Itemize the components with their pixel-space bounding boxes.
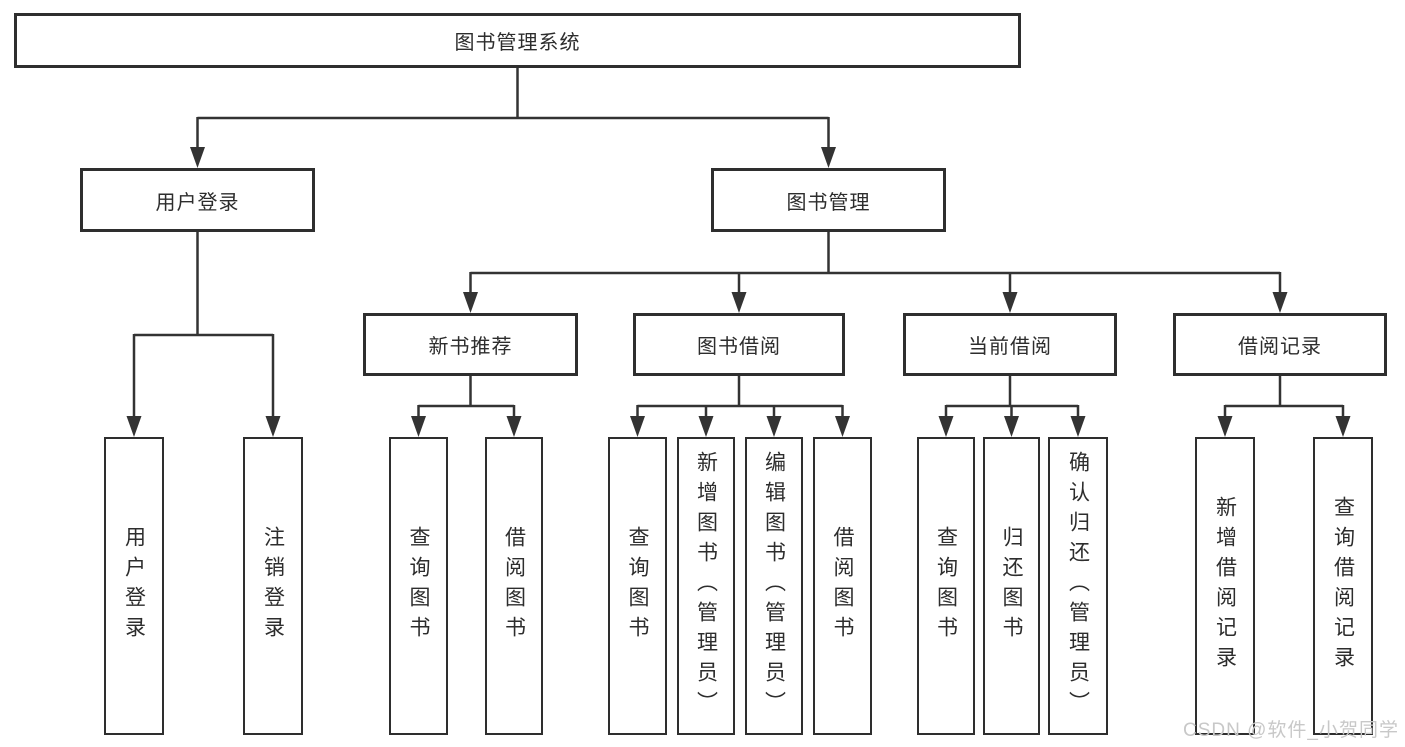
node-root: 图书管理系统	[14, 13, 1021, 68]
leaf-label: 新增图书（管理员）	[694, 451, 718, 721]
leaf-borrow-books: 借阅图书	[813, 437, 872, 735]
leaf-query-books-recommend: 查询图书	[389, 437, 448, 735]
leaf-label: 查询图书	[407, 526, 430, 646]
leaf-label: 查询图书	[934, 526, 958, 646]
node-borrowing-records: 借阅记录	[1173, 313, 1387, 376]
leaf-label: 查询图书	[626, 526, 649, 646]
leaf-add-books-admin: 新增图书（管理员）	[677, 437, 735, 735]
leaf-label: 用户登录	[122, 526, 146, 646]
node-new-book-recommend: 新书推荐	[363, 313, 578, 376]
leaf-label: 查询借阅记录	[1331, 496, 1355, 676]
leaf-label: 归还图书	[1000, 526, 1023, 646]
leaf-label: 借阅图书	[502, 526, 526, 646]
leaf-confirm-return-admin: 确认归还（管理员）	[1048, 437, 1108, 735]
node-book-management: 图书管理	[711, 168, 946, 232]
arrowhead-icons	[126, 147, 1351, 437]
leaf-add-borrow-record: 新增借阅记录	[1195, 437, 1255, 735]
leaf-label: 确认归还（管理员）	[1066, 451, 1090, 721]
leaf-return-books: 归还图书	[983, 437, 1040, 735]
node-current-borrowing: 当前借阅	[903, 313, 1117, 376]
leaf-query-books-borrowing: 查询图书	[608, 437, 667, 735]
leaf-query-borrow-record: 查询借阅记录	[1313, 437, 1373, 735]
leaf-label: 编辑图书（管理员）	[762, 451, 786, 721]
leaf-edit-books-admin: 编辑图书（管理员）	[745, 437, 803, 735]
leaf-label: 新增借阅记录	[1213, 496, 1237, 676]
leaf-user-login: 用户登录	[104, 437, 164, 735]
leaf-logout: 注销登录	[243, 437, 303, 735]
leaf-borrow-books-recommend: 借阅图书	[485, 437, 543, 735]
node-user-login: 用户登录	[80, 168, 315, 232]
watermark: CSDN @软件_小贺同学	[1183, 720, 1399, 741]
leaf-label: 注销登录	[261, 526, 285, 646]
leaf-query-books-current: 查询图书	[917, 437, 975, 735]
leaf-label: 借阅图书	[831, 526, 854, 646]
node-book-borrowing: 图书借阅	[633, 313, 845, 376]
